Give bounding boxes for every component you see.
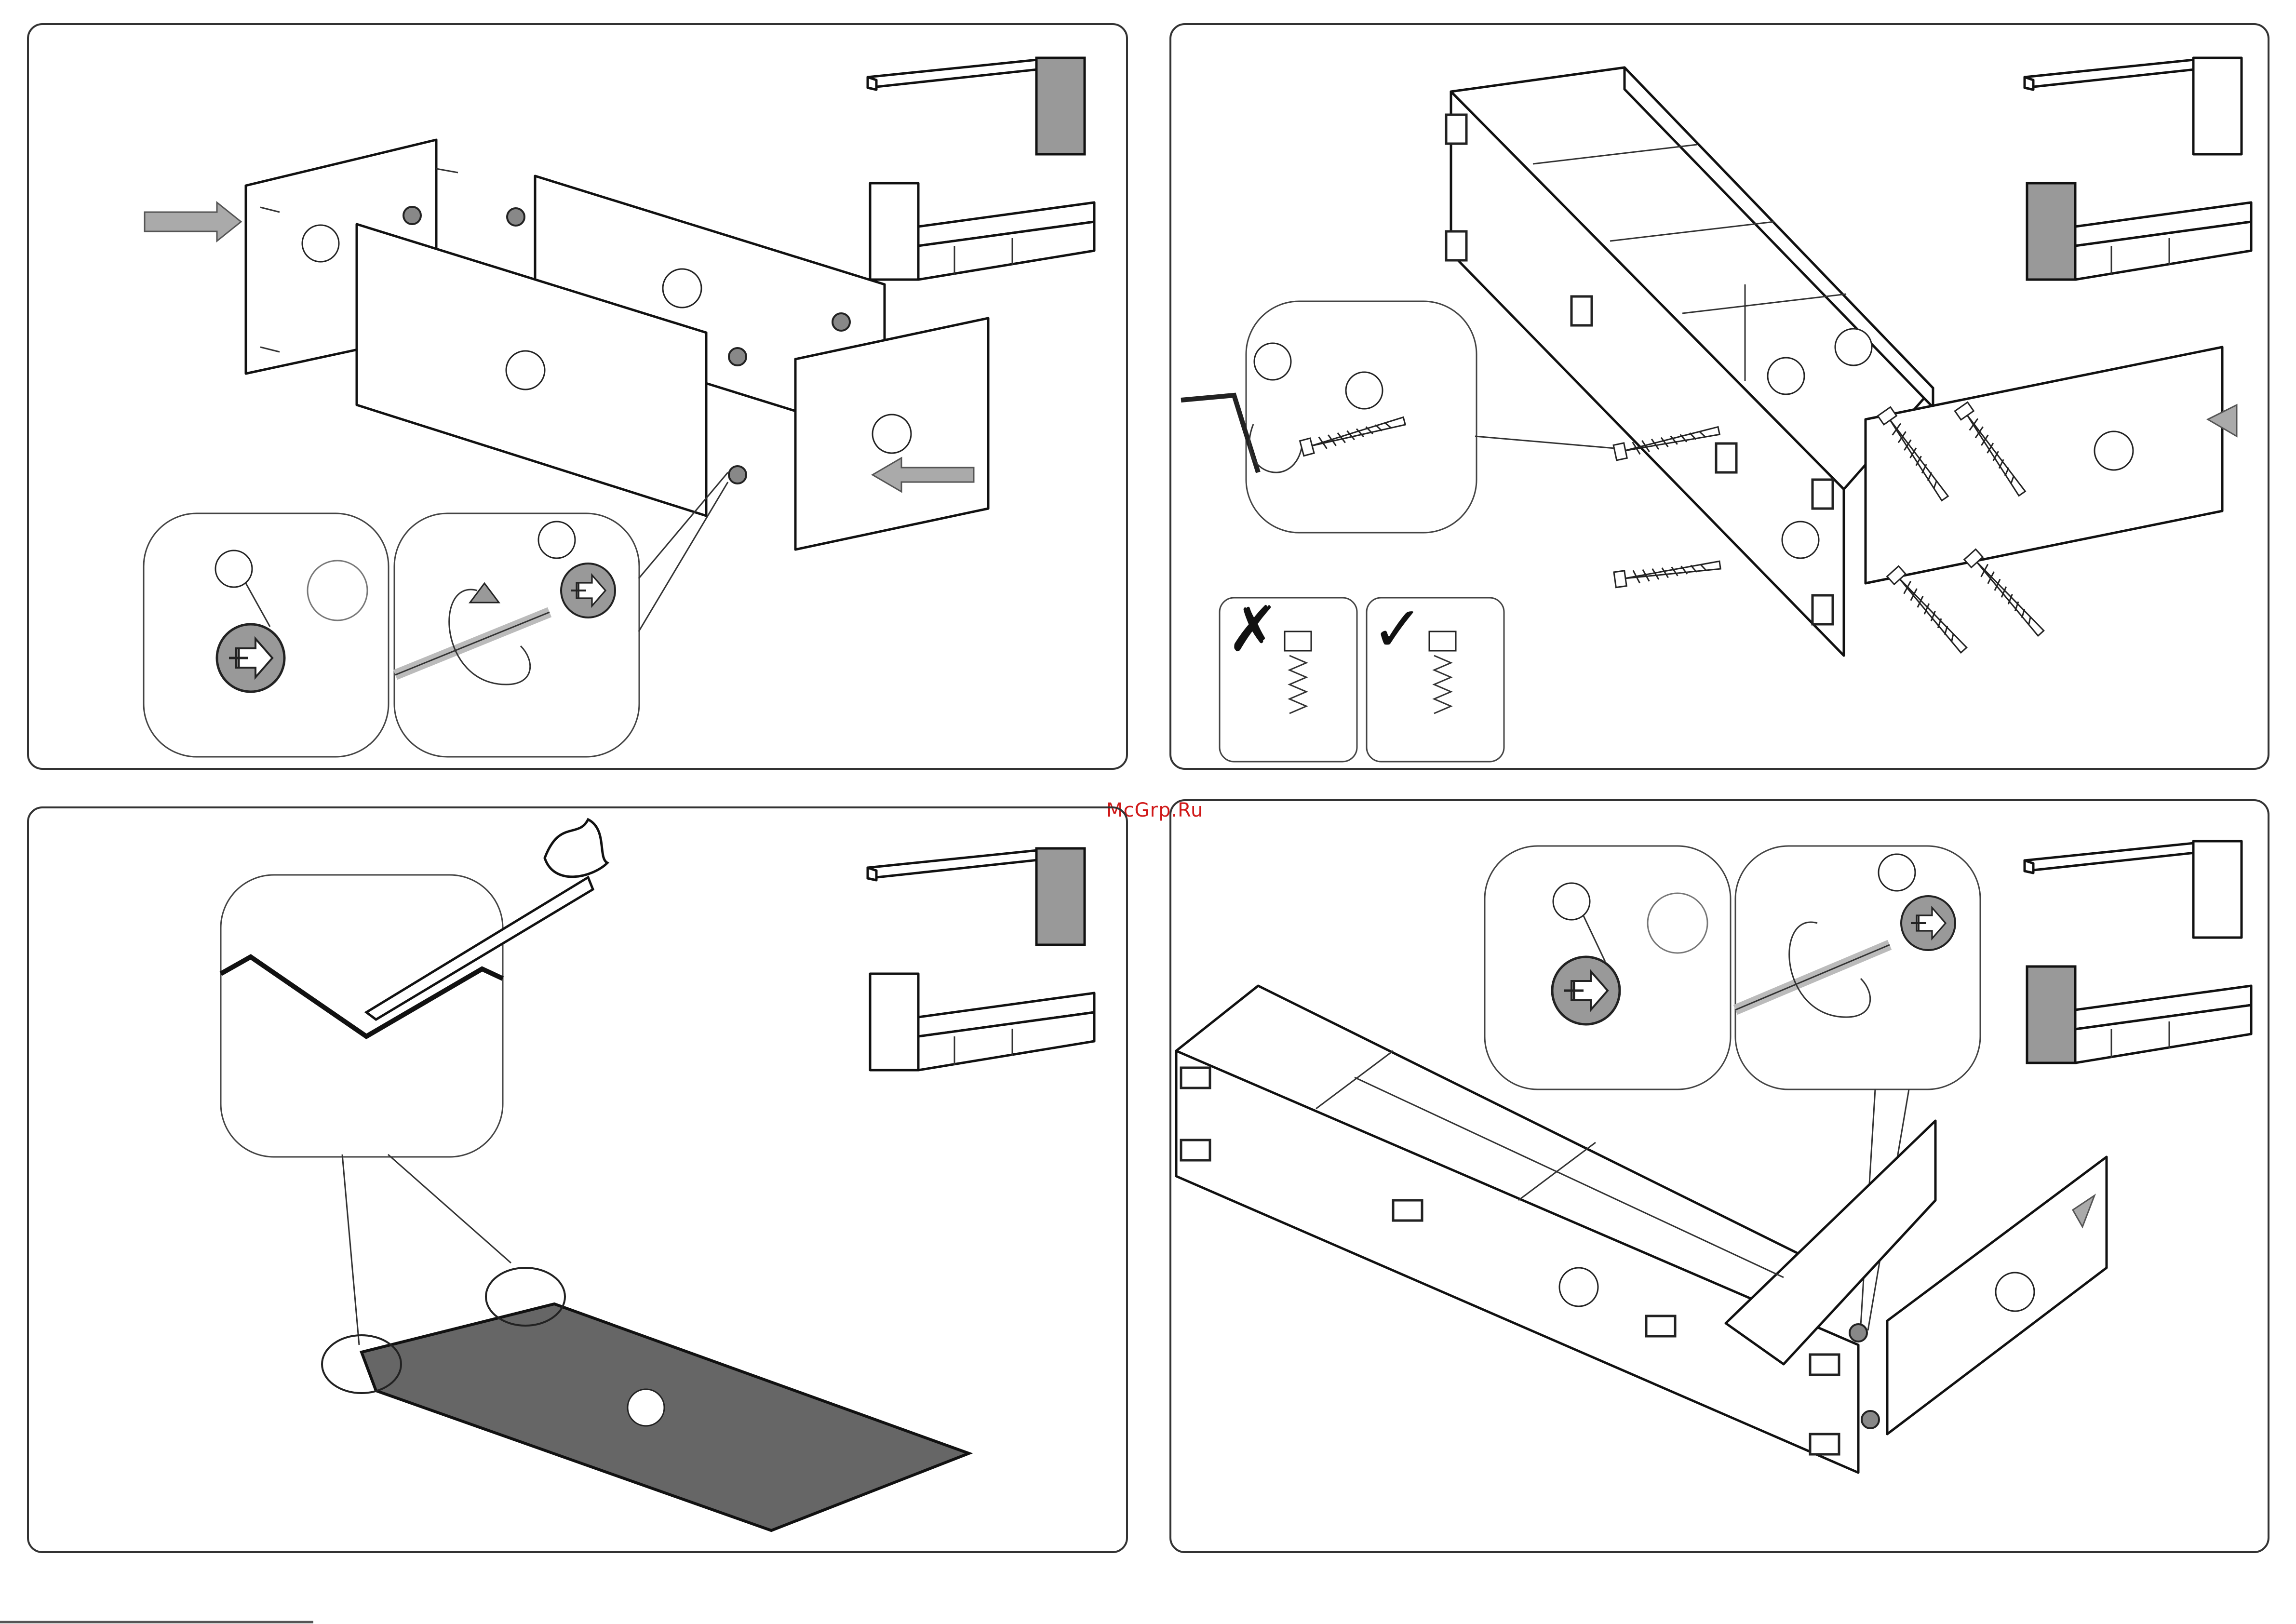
correct-mark: ✓ bbox=[1371, 592, 1424, 666]
wrong-mark: ✗ bbox=[1227, 592, 1279, 666]
detail-bubble-saw bbox=[221, 875, 503, 1157]
step-panel-bottom-left bbox=[28, 807, 1127, 1552]
detail-bubble-cam-turn bbox=[1735, 846, 1980, 1089]
step-panel-bottom-right bbox=[1170, 800, 2269, 1552]
set-thumbnail bbox=[2025, 58, 2251, 280]
step-panel-top-left bbox=[28, 24, 1127, 769]
set-thumbnail bbox=[868, 848, 1094, 1070]
detail-bubble-screw bbox=[1246, 301, 1477, 533]
push-arrow-icon bbox=[145, 202, 241, 241]
set-thumbnail bbox=[2025, 841, 2251, 1063]
detail-bubble-cam-turn bbox=[394, 513, 639, 757]
step-panel-top-right: ✗ ✓ bbox=[1170, 24, 2269, 769]
set-thumbnail bbox=[868, 58, 1094, 280]
back-board bbox=[362, 1304, 969, 1530]
